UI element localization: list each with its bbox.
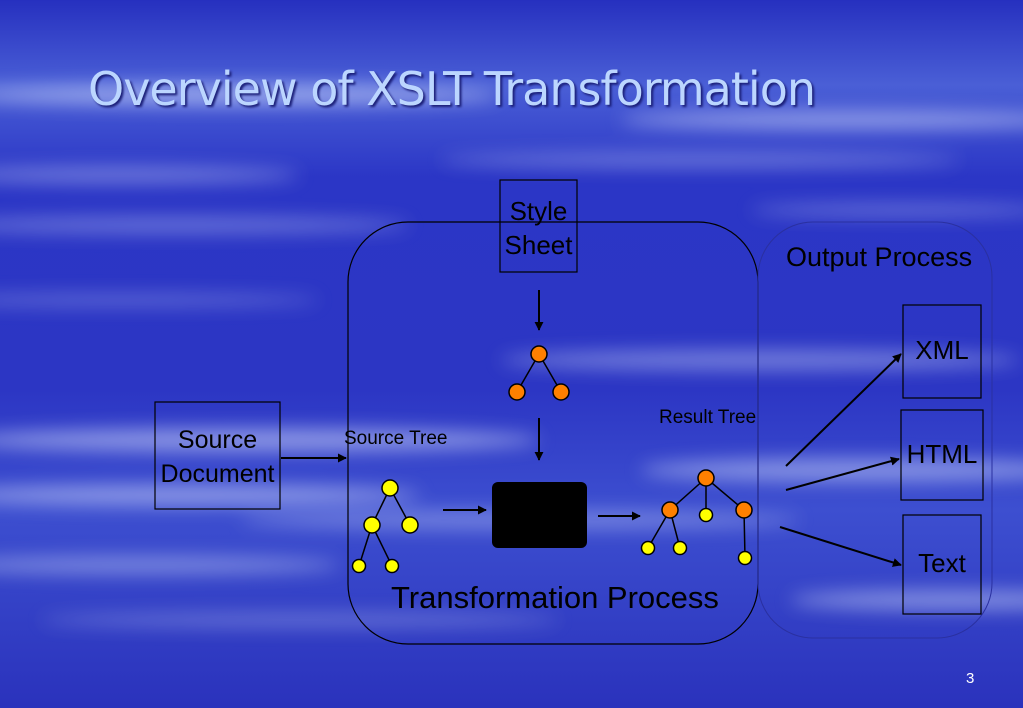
source-document-line-2: Document [160, 460, 275, 488]
source-tree [351, 479, 419, 574]
style-sheet-label: Style Sheet [500, 194, 577, 262]
arrow-to-xml [785, 353, 902, 467]
tree-node [530, 345, 548, 363]
tree-node [672, 540, 688, 556]
source-document-label: Source Document [155, 423, 280, 491]
html-output-box [900, 409, 984, 501]
stylesheet-tree [508, 345, 570, 401]
tree-node [698, 507, 714, 523]
tree-node [351, 558, 367, 574]
tree-node [552, 383, 570, 401]
tree-node [661, 501, 679, 519]
xml-label: XML [915, 335, 969, 365]
transformation-process-label: Transformation Process [391, 580, 719, 615]
tree-node [735, 501, 753, 519]
tree-node [508, 383, 526, 401]
output-process-label: Output Process [786, 242, 973, 272]
page-number: 3 [966, 670, 975, 687]
source-tree-label: Source Tree [344, 428, 448, 449]
style-sheet-line-2: Sheet [504, 230, 573, 260]
result-tree-label: Result Tree [659, 407, 757, 428]
tree-node [640, 540, 656, 556]
slide-title: Overview of XSLT Transformation [88, 62, 816, 116]
tree-node [381, 479, 399, 497]
tree-node [401, 516, 419, 534]
text-output-box [902, 514, 982, 615]
xml-output-box [902, 304, 982, 399]
arrow-to-html [785, 456, 900, 491]
source-document-box [154, 401, 281, 510]
style-sheet-box [499, 179, 578, 273]
tree-node [363, 516, 381, 534]
output-process-box [757, 221, 993, 639]
html-label: HTML [906, 439, 978, 469]
source-document-line-1: Source [177, 426, 258, 454]
result-tree [640, 469, 753, 566]
text-label: Text [918, 548, 966, 578]
arrow-to-text [779, 526, 902, 567]
tree-node [737, 550, 753, 566]
tree-node [384, 558, 400, 574]
xslt-processor-block [492, 482, 587, 548]
style-sheet-line-1: Style [509, 196, 568, 226]
tree-node [697, 469, 715, 487]
